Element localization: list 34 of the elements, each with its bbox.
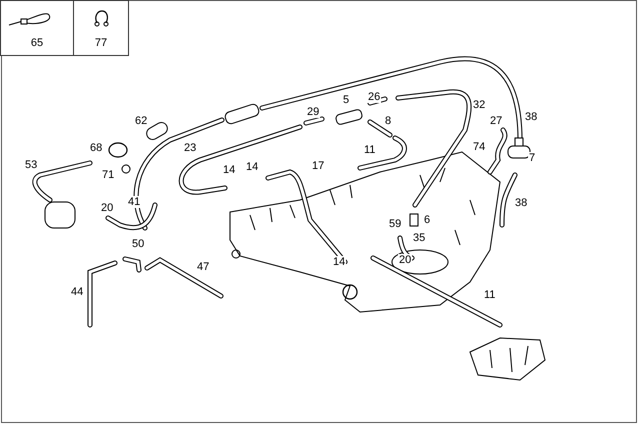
callout-number: 11 [483, 289, 496, 301]
callout-number: 62 [134, 115, 148, 127]
callout-number: 5 [342, 94, 350, 106]
callout-number: 38 [514, 197, 528, 209]
callout-number: 44 [70, 286, 84, 298]
part-inset-box [73, 0, 129, 56]
callout-number: 68 [89, 142, 104, 154]
callout-number: 65 [30, 37, 44, 49]
callout-number: 11 [363, 144, 376, 156]
callout-number: 8 [384, 115, 392, 127]
callout-number: 59 [388, 218, 402, 230]
callout-number: 29 [306, 106, 320, 118]
callout-number: 14 [332, 256, 346, 268]
callout-number: 74 [472, 141, 486, 153]
callout-number: 20 [100, 202, 114, 214]
part-inset-box [0, 0, 74, 56]
callout-number: 38 [524, 111, 538, 123]
callout-number: 53 [24, 159, 38, 171]
callout-number: 14 [222, 164, 236, 176]
callout-number: 6 [423, 214, 432, 226]
callout-number: 17 [311, 160, 326, 172]
callout-number: 7 [528, 152, 536, 164]
callout-number: 77 [94, 37, 108, 49]
callout-number: 27 [489, 115, 504, 127]
callout-number: 41 [127, 196, 142, 208]
callout-number: 35 [412, 232, 426, 244]
callout-number: 23 [183, 142, 198, 154]
callout-number: 47 [196, 261, 210, 273]
callout-number: 14 [245, 161, 260, 173]
callout-number: 32 [472, 99, 486, 111]
callout-number: 71 [101, 169, 116, 181]
callout-number: 26 [367, 91, 382, 103]
callout-number: 20 [398, 254, 412, 266]
callout-number: 50 [131, 238, 146, 250]
